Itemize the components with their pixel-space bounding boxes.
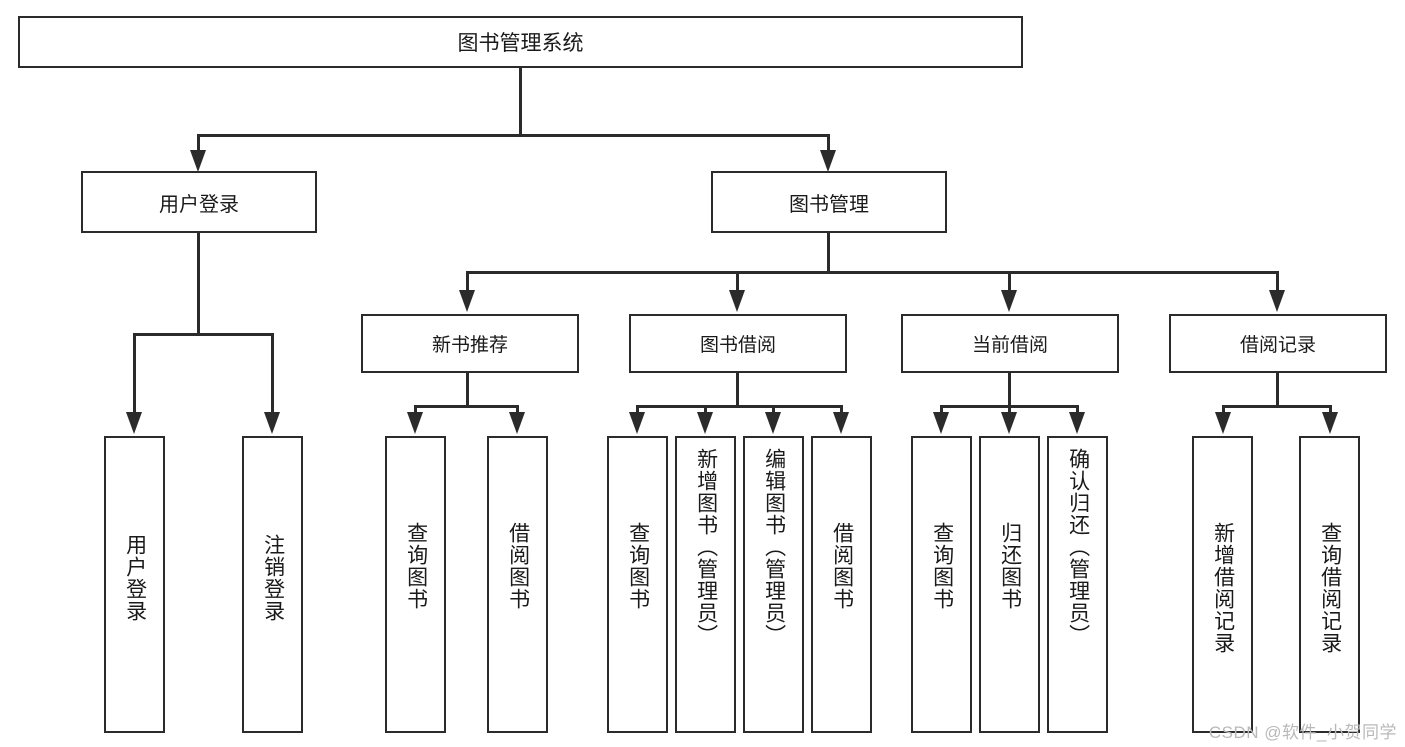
- arrowhead-borrowrecord-leaf-2: [1322, 412, 1338, 434]
- arrowhead-to-book-borrow: [729, 290, 745, 312]
- leaf-user-login-logout[interactable]: 注销登录: [242, 436, 303, 733]
- leaf-new-book-query[interactable]: 查询图书: [385, 436, 446, 733]
- connector-bookborrow-bus: [636, 405, 843, 408]
- leaf-label: 借阅图书: [506, 522, 530, 610]
- leaf-current-borrow-confirm-return[interactable]: 确认归还（管理员）: [1047, 436, 1108, 733]
- leaf-label: 注销登录: [261, 534, 285, 622]
- node-borrow-record[interactable]: 借阅记录: [1169, 314, 1387, 373]
- csdn-watermark: CSDN @软件_小贺同学: [1208, 723, 1397, 742]
- leaf-label: 查询图书: [626, 522, 650, 610]
- arrowhead-bookborrow-leaf-1: [629, 412, 645, 434]
- leaf-label: 用户登录: [123, 534, 147, 622]
- connector-newbook-stem: [466, 373, 469, 407]
- connector-newbook-drop-1: [414, 405, 417, 417]
- node-current-borrow[interactable]: 当前借阅: [901, 314, 1119, 373]
- node-label: 用户登录: [159, 193, 239, 216]
- leaf-new-book-borrow[interactable]: 借阅图书: [487, 436, 548, 733]
- leaf-label: 查询图书: [930, 522, 954, 610]
- connector-bookborrow-drop-2: [704, 405, 707, 417]
- arrowhead-to-book-management: [820, 150, 836, 172]
- node-user-login[interactable]: 用户登录: [81, 171, 317, 233]
- connector-currentborrow-drop-1: [940, 405, 943, 417]
- connector-bookborrow-stem: [736, 373, 739, 407]
- node-label: 借阅记录: [1239, 335, 1316, 356]
- arrowhead-newbook-leaf-2: [509, 412, 525, 434]
- connector-userlogin-drop-2: [271, 333, 274, 417]
- connector-bookmgmt-stem: [827, 233, 830, 273]
- leaf-label: 确认归还（管理员）: [1066, 448, 1090, 646]
- node-label: 当前借阅: [971, 335, 1048, 356]
- leaf-label: 新增图书（管理员）: [694, 448, 718, 646]
- arrowhead-currentborrow-leaf-3: [1069, 412, 1085, 434]
- node-root-system[interactable]: 图书管理系统: [18, 16, 1023, 68]
- connector-newbook-bus: [414, 405, 519, 408]
- connector-borrowrecord-drop-1: [1222, 405, 1225, 417]
- leaf-current-borrow-return[interactable]: 归还图书: [979, 436, 1040, 733]
- connector-currentborrow-stem: [1008, 373, 1011, 407]
- arrowhead-borrowrecord-leaf-1: [1215, 412, 1231, 434]
- connector-bookborrow-drop-3: [772, 405, 775, 417]
- node-label: 图书管理: [789, 193, 869, 216]
- leaf-label: 新增借阅记录: [1211, 522, 1235, 654]
- node-label: 图书管理系统: [457, 32, 584, 55]
- node-label: 图书借阅: [699, 335, 776, 356]
- leaf-book-borrow-borrow[interactable]: 借阅图书: [811, 436, 872, 733]
- connector-borrowrecord-stem: [1276, 373, 1279, 407]
- connector-newbook-drop-2: [516, 405, 519, 417]
- connector-root-drop-left: [197, 134, 200, 158]
- node-label: 新书推荐: [431, 335, 508, 356]
- connector-root-stem: [519, 68, 522, 136]
- arrowhead-to-user-login: [190, 150, 206, 172]
- leaf-book-borrow-edit[interactable]: 编辑图书（管理员）: [743, 436, 804, 733]
- connector-borrowrecord-drop-2: [1329, 405, 1332, 417]
- connector-bookmgmt-drop-2: [736, 271, 739, 295]
- connector-userlogin-bus: [133, 333, 274, 336]
- leaf-label: 查询图书: [404, 522, 428, 610]
- arrowhead-userlogin-leaf-2: [264, 412, 280, 434]
- arrowhead-currentborrow-leaf-1: [933, 412, 949, 434]
- arrowhead-newbook-leaf-1: [407, 412, 423, 434]
- arrowhead-to-current-borrow: [1001, 290, 1017, 312]
- connector-bookmgmt-bus: [466, 271, 1279, 274]
- node-book-management[interactable]: 图书管理: [711, 171, 947, 233]
- connector-root-bus: [197, 134, 830, 137]
- connector-currentborrow-drop-3: [1076, 405, 1079, 417]
- leaf-label: 归还图书: [998, 522, 1022, 610]
- connector-userlogin-drop-1: [133, 333, 136, 417]
- leaf-current-borrow-query[interactable]: 查询图书: [911, 436, 972, 733]
- leaf-label: 借阅图书: [830, 522, 854, 610]
- node-new-book-recommend[interactable]: 新书推荐: [361, 314, 579, 373]
- connector-userlogin-stem: [197, 233, 200, 335]
- node-book-borrow[interactable]: 图书借阅: [629, 314, 847, 373]
- arrowhead-bookborrow-leaf-4: [833, 412, 849, 434]
- leaf-label: 编辑图书（管理员）: [762, 448, 786, 646]
- leaf-book-borrow-add[interactable]: 新增图书（管理员）: [675, 436, 736, 733]
- connector-bookborrow-drop-1: [636, 405, 639, 417]
- arrowhead-bookborrow-leaf-3: [765, 412, 781, 434]
- connector-bookmgmt-drop-3: [1008, 271, 1011, 295]
- leaf-user-login-login[interactable]: 用户登录: [104, 436, 165, 733]
- leaf-borrow-record-add[interactable]: 新增借阅记录: [1192, 436, 1253, 733]
- arrowhead-bookborrow-leaf-2: [697, 412, 713, 434]
- connector-borrowrecord-bus: [1222, 405, 1332, 408]
- arrowhead-currentborrow-leaf-2: [1001, 412, 1017, 434]
- connector-bookborrow-drop-4: [840, 405, 843, 417]
- connector-bookmgmt-drop-1: [466, 271, 469, 295]
- arrowhead-userlogin-leaf-1: [126, 412, 142, 434]
- arrowhead-to-new-book-recommend: [459, 290, 475, 312]
- leaf-borrow-record-query[interactable]: 查询借阅记录: [1299, 436, 1360, 733]
- connector-root-drop-right: [827, 134, 830, 158]
- leaf-label: 查询借阅记录: [1318, 522, 1342, 654]
- connector-currentborrow-drop-2: [1008, 405, 1011, 417]
- arrowhead-to-borrow-record: [1269, 290, 1285, 312]
- leaf-book-borrow-query[interactable]: 查询图书: [607, 436, 668, 733]
- connector-bookmgmt-drop-4: [1276, 271, 1279, 295]
